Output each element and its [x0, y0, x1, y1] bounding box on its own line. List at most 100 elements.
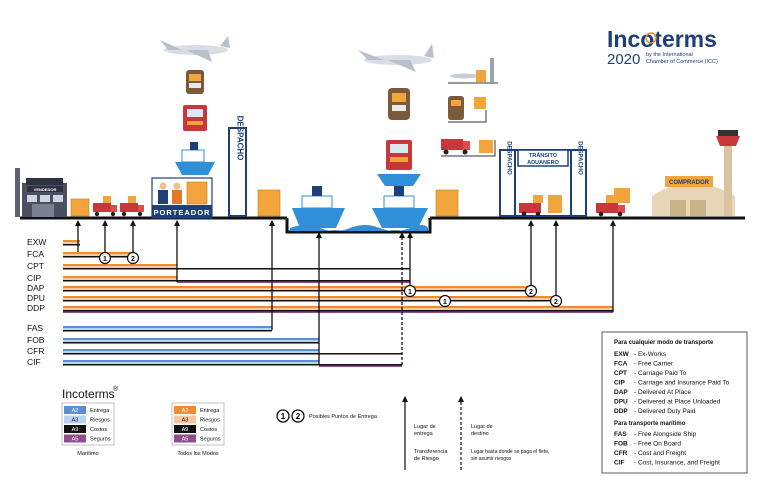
term-label-dap: DAP [27, 283, 45, 293]
import-clearance-right-label: DESPACHO [577, 141, 583, 175]
legend-code: A2 [72, 408, 79, 414]
svg-text:1: 1 [103, 256, 107, 263]
glossary-code: FAS [614, 431, 627, 438]
delivery-point-badge-2: 2 [524, 284, 538, 298]
glossary-code: FOB [614, 441, 628, 448]
legend-code: A5 [182, 437, 189, 443]
legend-label: Riesgos [90, 418, 110, 424]
term-bar-dap [63, 286, 531, 292]
glossary-code: DAP [614, 389, 628, 396]
legend-code: A5 [72, 437, 79, 443]
risk-stripe [63, 242, 80, 244]
svg-text:Lugar hasta donde se paga el f: Lugar hasta donde se paga el flete, [471, 449, 549, 455]
cost-stripe [63, 300, 556, 302]
transit-label-1: TRÁNSITO [529, 152, 558, 159]
risk-stripe [63, 266, 177, 268]
truck-icon [120, 196, 144, 217]
glossary-name: - Free On Board [634, 441, 681, 448]
glossary-name: - Carriage and Insurance Paid To [634, 380, 730, 387]
glossary-name: - Free Alongside Ship [634, 431, 697, 438]
cargo-plane-icon [358, 44, 434, 72]
legend-code: A9 [72, 427, 79, 433]
cost-stripe [63, 364, 402, 366]
control-tower-icon [716, 130, 740, 216]
transit-customs-gate: DESPACHO DESPACHO TRÁNSITO ADUANERO [499, 141, 587, 217]
legend-arrows: Lugar de entrega Transferencia de Riesgo… [402, 396, 549, 470]
term-bar-cfr [63, 349, 402, 355]
delivery-stripe [63, 286, 531, 288]
legend-delivery-points: 1 2 Posibles Puntos de Entrega [276, 409, 378, 423]
legend-label: Costos [90, 427, 107, 433]
truck-icon [441, 139, 496, 157]
svg-text:2: 2 [554, 299, 558, 306]
insurance-stripe [177, 281, 410, 283]
truck-front-icon [183, 105, 207, 131]
carrier-label: PORTEADOR [154, 208, 211, 217]
seller-warehouse: VENDEDOR [15, 168, 67, 217]
glossary-name: - Delivered at Place Unloaded [634, 399, 721, 406]
airport-icon [448, 58, 498, 84]
svg-text:1: 1 [443, 299, 447, 306]
logo-byline-1: by the International [646, 52, 693, 58]
logo-byline-2: Chamber of Commerce (ICC) [646, 59, 718, 65]
seller-label: VENDEDOR [34, 187, 57, 192]
export-clearance-label: DESPACHO [236, 116, 245, 161]
term-label-fob: FOB [27, 335, 45, 345]
legend-swatch-a3 [64, 415, 86, 424]
glossary-box: Para cualquier modo de transporte EXW- E… [601, 331, 748, 474]
legend-swatch-a2 [64, 406, 86, 414]
delivery-point-badge-1: 1 [403, 284, 417, 298]
delivery-stripe [63, 252, 133, 254]
glossary-code: CFR [614, 450, 628, 457]
glossary-name: - Free Carrier [634, 361, 674, 368]
legend-maritime-caption: Marítimo [77, 451, 98, 457]
legend-label: Seguros [200, 437, 221, 443]
dashed-arrow-up-icon [458, 396, 464, 402]
ship-icon [377, 174, 421, 186]
risk-stripe [63, 340, 319, 342]
arrow-up-icon [402, 396, 408, 402]
carrier-building: PORTEADOR [151, 177, 213, 219]
risk-stripe [63, 328, 272, 330]
legend-code: A9 [182, 427, 189, 433]
cargo-box-icon [70, 198, 90, 217]
cost-stripe [63, 342, 319, 344]
train-icon [186, 70, 204, 94]
cost-stripe [63, 256, 133, 258]
svg-text:2: 2 [296, 412, 301, 421]
legend-label: Riesgos [200, 418, 220, 424]
glossary-name: - Carriage Paid To [634, 370, 687, 377]
delivery-stripe [63, 349, 319, 351]
logo-word: Incoterms [607, 26, 717, 52]
term-bar-exw [63, 240, 80, 246]
buyer-label: COMPRADOR [669, 180, 710, 186]
svg-text:Lugar de: Lugar de [414, 424, 436, 430]
train-icon [388, 88, 410, 120]
svg-text:1: 1 [281, 412, 286, 421]
legend-title-mark: ® [113, 385, 119, 393]
glossary-name: - Cost and Freight [634, 450, 686, 457]
glossary-code: CIP [614, 380, 626, 387]
truck-icon [596, 188, 630, 217]
cargo-plane-icon [160, 36, 230, 62]
term-bar-dpu [63, 296, 556, 302]
legend-title: Incoterms [62, 387, 115, 401]
delivery-stripe [63, 264, 177, 266]
delivery-stripe [63, 338, 319, 340]
term-bar-cip [63, 276, 410, 283]
cost-stripe [63, 310, 613, 312]
term-bar-cpt [63, 264, 410, 270]
insurance-stripe [63, 311, 613, 313]
delivery-point-badge-2: 2 [549, 294, 563, 308]
delivery-point-badges: 1 2 1 2 1 2 [98, 251, 563, 308]
risk-stripe [63, 254, 133, 256]
glossary-code: DDP [614, 408, 628, 415]
svg-text:sin asumir riesgos: sin asumir riesgos [471, 456, 512, 462]
legend-code: A3 [72, 418, 79, 424]
term-label-dpu: DPU [27, 293, 45, 303]
term-bar-fas [63, 326, 272, 332]
logo-year: 2020 [607, 51, 640, 68]
